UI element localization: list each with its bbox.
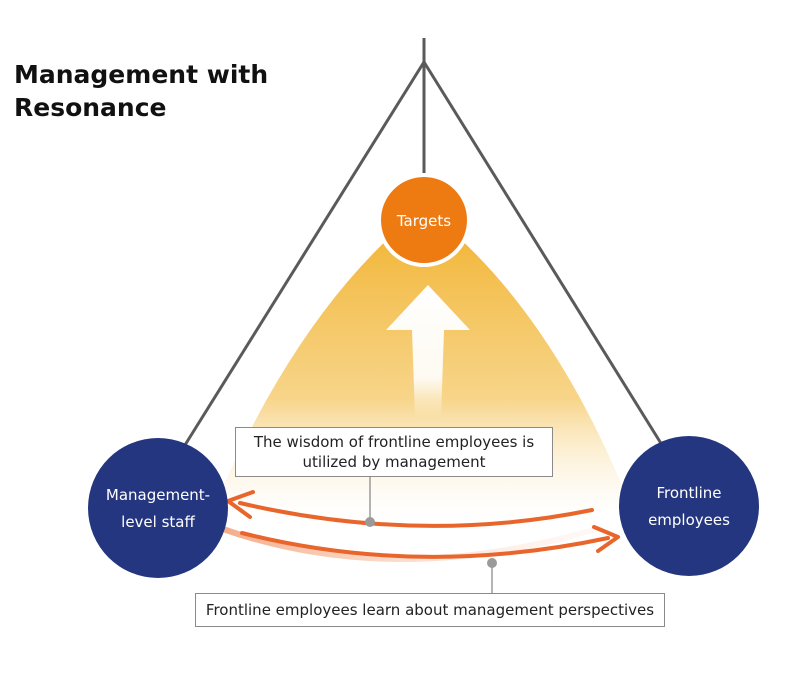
frontline-label-line2: employees — [648, 511, 730, 529]
callout-dot-bottom — [487, 558, 497, 568]
wisdom-callout-line2: utilized by management — [302, 453, 486, 471]
frame-left-line — [183, 61, 426, 446]
frontline-label-line1: Frontline — [656, 484, 721, 502]
up-arrow-icon — [386, 285, 470, 418]
management-label-line2: level staff — [121, 513, 195, 531]
arrow-to-management-head — [226, 490, 255, 519]
arrow-to-frontline — [240, 531, 610, 559]
targets-node — [377, 173, 471, 267]
page-title-line2: Resonance — [14, 93, 167, 122]
arrow-to-management — [238, 501, 594, 528]
management-node — [88, 438, 228, 578]
targets-label: Targets — [396, 212, 451, 230]
wisdom-callout-line1: The wisdom of frontline employees is — [253, 433, 535, 451]
frame-right-line — [422, 61, 664, 446]
management-label-line1: Management- — [106, 486, 210, 504]
arrow-to-frontline-head — [592, 525, 620, 553]
soft-arc — [217, 525, 603, 562]
page-title-line1: Management with — [14, 60, 269, 89]
page-title: Management with Resonance — [14, 58, 314, 124]
callout-dot-top — [365, 517, 375, 527]
frontline-node — [619, 436, 759, 576]
wisdom-callout: The wisdom of frontline employees is uti… — [235, 427, 553, 477]
learn-callout: Frontline employees learn about manageme… — [195, 593, 665, 627]
